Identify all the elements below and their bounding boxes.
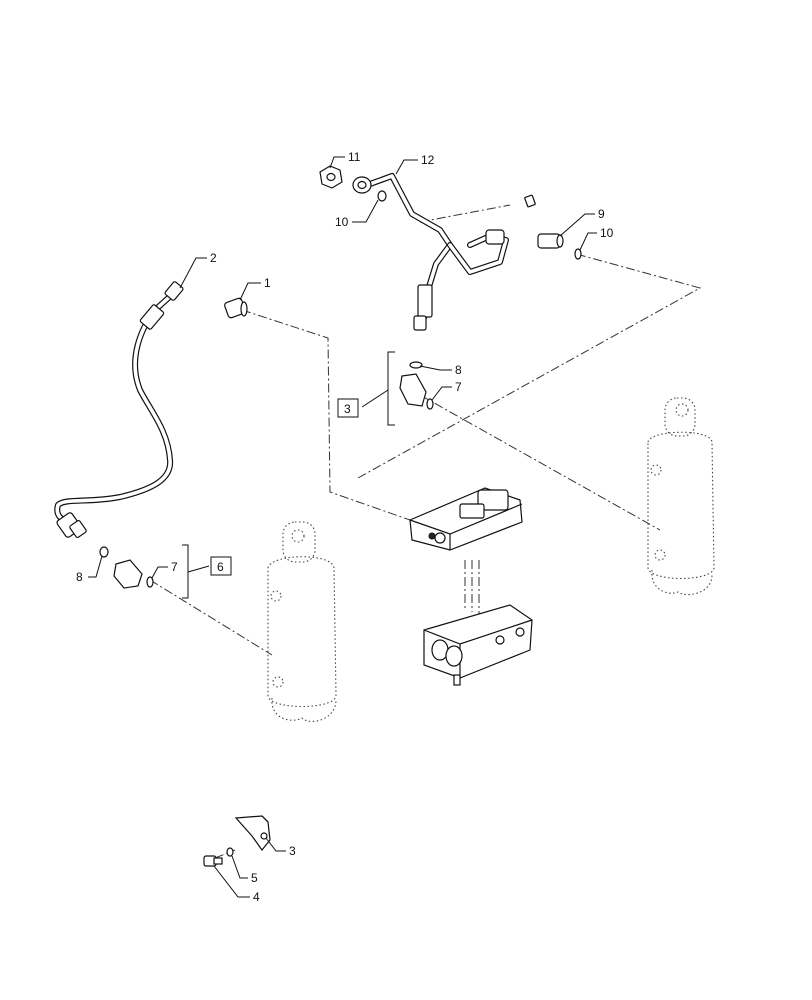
leader-lines xyxy=(88,156,597,898)
callouts: 1 2 11 12 10 9 10 8 7 8 7 3 5 4 xyxy=(76,150,614,904)
nut-part-11 xyxy=(319,165,343,189)
mounting-bracket-part-3 xyxy=(234,815,271,851)
seal-part-8-upper xyxy=(409,361,423,369)
fitting-part-9 xyxy=(537,233,564,249)
washer-part-5 xyxy=(226,847,234,857)
tube-assembly-upper xyxy=(352,173,509,331)
callout-7-lower: 7 xyxy=(171,560,178,574)
callout-2: 2 xyxy=(210,251,217,265)
callout-9: 9 xyxy=(598,207,605,221)
svg-text:6: 6 xyxy=(217,560,224,574)
bolt-part-4 xyxy=(203,855,223,867)
hydraulic-cylinder-right xyxy=(647,397,715,596)
seal-part-10-left xyxy=(377,190,387,202)
callout-10-right: 10 xyxy=(600,226,614,240)
callout-1: 1 xyxy=(264,276,271,290)
callout-10-left: 10 xyxy=(335,215,349,229)
hydraulic-cylinder-left xyxy=(267,521,337,722)
callout-4: 4 xyxy=(253,890,260,904)
hose-assembly-left xyxy=(54,281,184,538)
small-bolt xyxy=(524,194,536,208)
control-valve-lower xyxy=(423,604,533,686)
fitting-part-1 xyxy=(224,297,248,319)
elbow-part-lower xyxy=(113,559,154,589)
callout-11: 11 xyxy=(348,150,361,164)
boxed-callout-3: 3 xyxy=(337,398,359,418)
seal-part-8-lower xyxy=(99,546,109,558)
callout-12: 12 xyxy=(421,153,435,167)
callout-5: 5 xyxy=(251,871,258,885)
control-valve-upper xyxy=(409,487,523,551)
svg-text:3: 3 xyxy=(344,402,351,416)
callout-7-upper: 7 xyxy=(455,380,462,394)
boxed-callout-6: 6 xyxy=(210,556,232,576)
seal-part-10-right xyxy=(574,248,582,260)
callout-8-lower: 8 xyxy=(76,570,83,584)
elbow-part-upper xyxy=(399,373,434,410)
callout-3-lower: 3 xyxy=(289,844,296,858)
callout-8-upper: 8 xyxy=(455,363,462,377)
